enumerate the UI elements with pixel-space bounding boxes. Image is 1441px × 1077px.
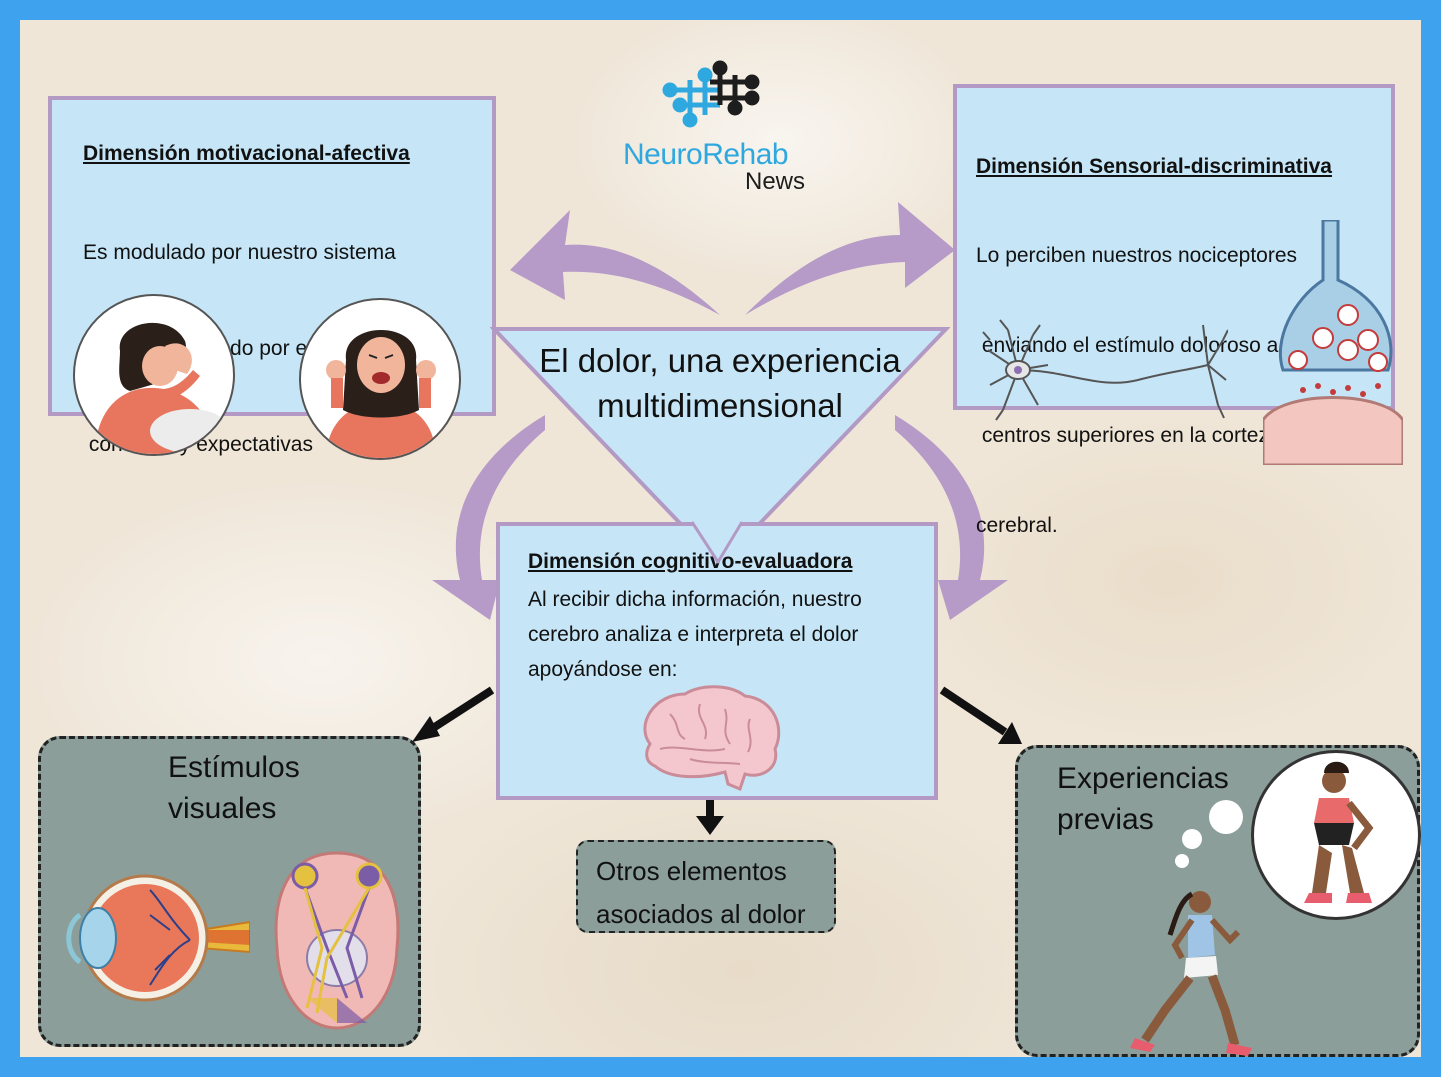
- brain-icon: [643, 685, 781, 792]
- logo-name: NeuroRehab: [623, 138, 789, 171]
- motivational-title: Dimensión motivacional-afectiva: [83, 142, 410, 165]
- arrow-left-down: [432, 415, 545, 620]
- motivational-line: Es modulado por nuestro sistema: [83, 241, 396, 264]
- center-title: El dolor, una experiencia multidimension…: [500, 338, 940, 428]
- eye-icon: [66, 874, 250, 1002]
- arrow-to-motivational: [510, 210, 720, 315]
- cognitive-text: Al recibir dicha información, nuestro ce…: [528, 582, 862, 687]
- cognitive-line: Al recibir dicha información, nuestro: [528, 588, 862, 611]
- runner-icon: [1130, 891, 1252, 1056]
- previous-line: previas: [1057, 803, 1154, 836]
- cognitive-title: Dimensión cognitivo-evaluadora: [528, 550, 853, 573]
- injured-knee-icon: [1251, 750, 1421, 920]
- angry-woman-icon: [299, 298, 461, 460]
- sad-woman-icon: [73, 294, 235, 456]
- logo: NeuroRehab News: [615, 60, 815, 210]
- logo-network-icon: [662, 60, 760, 128]
- others-line: asociados al dolor: [596, 899, 806, 929]
- arrow-right-down: [895, 415, 1008, 620]
- sensorial-title: Dimensión Sensorial-discriminativa: [976, 155, 1332, 178]
- sensorial-line: enviando el estímulo doloroso a: [976, 334, 1279, 357]
- curved-arrows: [412, 202, 1022, 835]
- logo-sub: News: [745, 168, 806, 195]
- visual-line: visuales: [168, 792, 277, 825]
- cognitive-line: cerebro analiza e interpreta el dolor: [528, 623, 859, 646]
- black-arrows: [412, 686, 1022, 835]
- cognitive-panel: Dimensión cognitivo-evaluadora Al recibi…: [496, 524, 938, 800]
- center-line-2: multidimensional: [597, 387, 843, 424]
- sensorial-line: cerebral.: [976, 514, 1058, 537]
- synapse-icon: [1263, 220, 1403, 465]
- previous-line: Experiencias: [1057, 762, 1229, 795]
- thought-bubble-icon: [1175, 800, 1243, 868]
- sensorial-line: Lo perciben nuestros nociceptores: [976, 244, 1298, 267]
- others-line: Otros elementos: [596, 856, 787, 886]
- previous-text: Experiencias previas: [1057, 758, 1229, 840]
- neuron-icon: [982, 319, 1228, 421]
- visual-line: Estímulos: [168, 751, 300, 784]
- triangle-tip: [496, 520, 938, 564]
- center-line-1: El dolor, una experiencia: [539, 342, 901, 379]
- others-text: Otros elementos asociados al dolor: [596, 850, 806, 936]
- arrow-to-sensorial: [745, 202, 955, 315]
- cognitive-line: apoyándose en:: [528, 658, 678, 681]
- visual-pathway-brain-icon: [274, 851, 400, 1030]
- visual-text: Estímulos visuales: [168, 747, 300, 829]
- other-elements-panel: Otros elementos asociados al dolor: [576, 840, 836, 933]
- center-triangle: [490, 327, 950, 568]
